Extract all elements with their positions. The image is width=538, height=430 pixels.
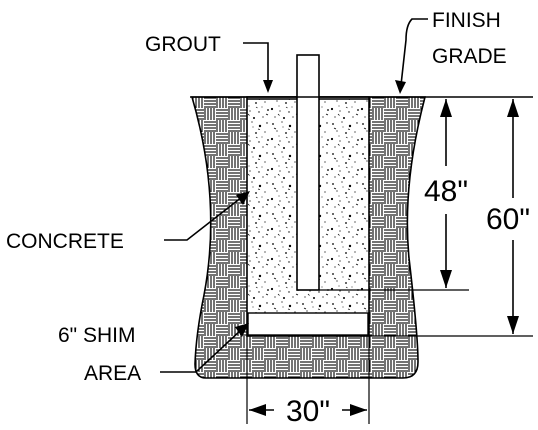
dimension-30-label: 30" — [286, 395, 330, 428]
finish-grade-label-line2: GRADE — [432, 45, 507, 68]
grout-label: GROUT — [145, 33, 221, 56]
shim-label-line1: 6" SHIM — [58, 324, 135, 347]
concrete-label: CONCRETE — [6, 230, 124, 253]
grout-callout: GROUT — [145, 33, 273, 93]
shim-label-line2: AREA — [84, 362, 141, 385]
dimension-60-label: 60" — [486, 203, 530, 236]
dimension-60: 60" — [486, 99, 530, 334]
finish-grade-callout: FINISH GRADE — [395, 9, 507, 94]
shim-area — [247, 312, 369, 336]
dimension-48-label: 48" — [424, 175, 468, 208]
shim-callout: 6" SHIM AREA — [58, 323, 249, 385]
dimension-48: 48" — [424, 99, 468, 288]
pole — [296, 54, 320, 291]
finish-grade-label-line1: FINISH — [432, 9, 501, 32]
dimension-30: 30" — [249, 395, 367, 428]
concrete-callout: CONCRETE — [6, 191, 250, 253]
